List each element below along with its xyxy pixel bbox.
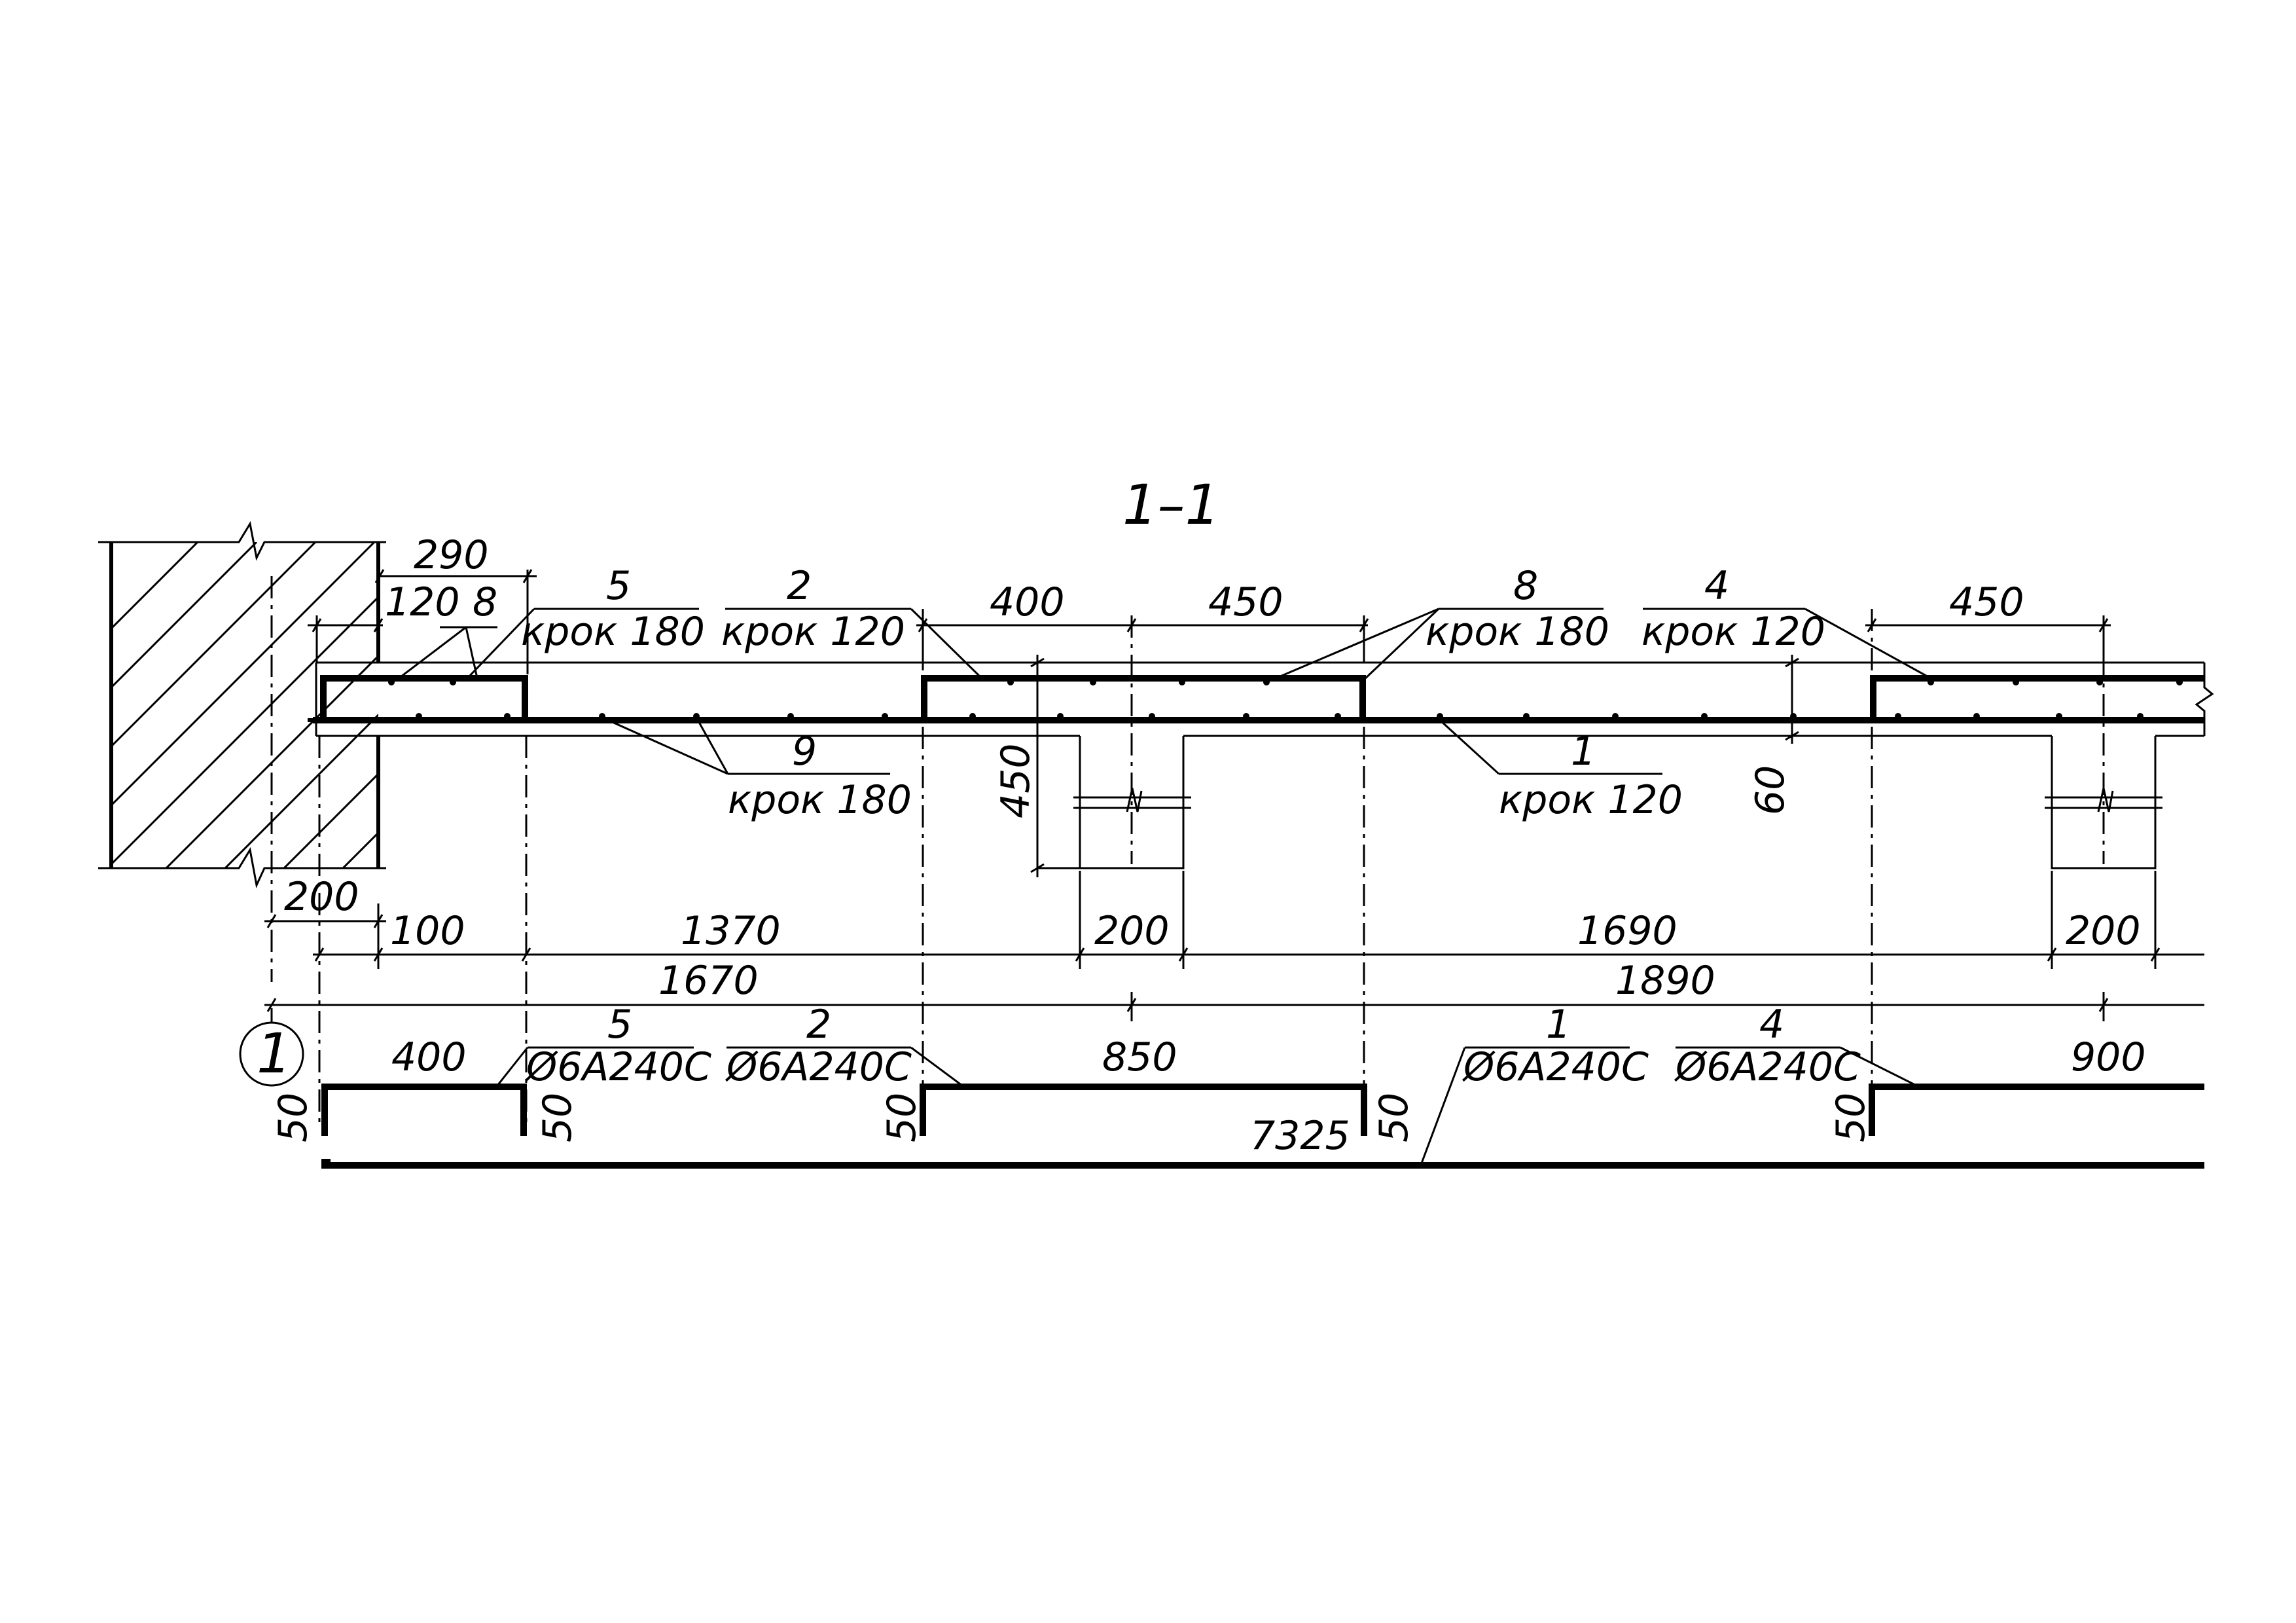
bar-length-400: 400	[391, 1034, 467, 1080]
callout-5-number: 5	[606, 563, 631, 609]
spec-4-number: 4	[1759, 1002, 1784, 1048]
dim-100: 100	[390, 908, 465, 954]
distribution-bars	[388, 679, 2183, 720]
callout-8-left: 8	[473, 579, 497, 625]
spec-4-text: Ø6А240С	[1674, 1044, 1861, 1090]
spec-2-text: Ø6А240С	[725, 1044, 912, 1090]
top-bar-2	[921, 675, 1366, 719]
slab-break-right	[2195, 663, 2214, 736]
bar-1-shape	[321, 1159, 2204, 1169]
top-bar-4	[1870, 675, 2204, 719]
spec-2-number: 2	[806, 1002, 831, 1048]
axis-marker-label: 1	[257, 1021, 291, 1085]
rib-2-break	[2045, 788, 2162, 812]
dim-400-top: 400	[990, 579, 1065, 625]
wall-break-top	[98, 520, 386, 561]
dim-450-right: 450	[1949, 579, 2024, 625]
bar-length-7325: 7325	[1250, 1113, 1350, 1159]
slab-rebar	[308, 675, 2204, 723]
callout-1-number: 1	[1571, 729, 1596, 775]
dim-200-left: 200	[284, 874, 359, 920]
wall-break-bottom	[98, 847, 386, 888]
spec-1-text: Ø6А240С	[1462, 1044, 1649, 1090]
rib-2-outline	[2051, 736, 2157, 869]
callout-4-number: 4	[1704, 563, 1729, 609]
dim-450-vertical: 450	[993, 743, 1039, 818]
rib-1-outline	[1079, 736, 1185, 869]
top-bar-5	[320, 675, 528, 719]
callout-1-step: крок 120	[1499, 777, 1683, 823]
bar-length-900: 900	[2071, 1034, 2146, 1080]
dim-1890: 1890	[1615, 958, 1715, 1004]
hook-50-d: 50	[1371, 1093, 1417, 1142]
callout-5-step: крок 180	[521, 609, 705, 655]
spec-5-number: 5	[607, 1002, 632, 1048]
bar-length-850: 850	[1102, 1034, 1177, 1080]
dim-290: 290	[414, 532, 489, 578]
bar-2-shape	[920, 1084, 1367, 1136]
dim-450-mid: 450	[1208, 579, 1283, 625]
bar-5-shape	[321, 1084, 527, 1136]
dim-120: 120	[385, 579, 460, 625]
spec-5-text: Ø6А240С	[524, 1044, 711, 1090]
leader-lines	[395, 608, 1931, 775]
dim-60: 60	[1748, 765, 1793, 815]
dim-1690: 1690	[1577, 908, 1677, 954]
rib-1-break	[1073, 788, 1191, 812]
callout-9-number: 9	[792, 729, 817, 775]
dim-200-rib-2: 200	[2066, 908, 2141, 954]
callout-2-step: крок 120	[721, 609, 905, 655]
hook-50-e: 50	[1828, 1093, 1874, 1142]
callout-4-step: крок 120	[1641, 609, 1825, 655]
hook-50-c: 50	[879, 1093, 925, 1142]
dimension-lines	[264, 569, 2204, 1021]
bar-4-shape	[1869, 1084, 2204, 1136]
dim-1670: 1670	[658, 958, 759, 1004]
callout-9-step: крок 180	[728, 777, 912, 823]
callout-2-number: 2	[787, 563, 812, 609]
hook-50-a: 50	[270, 1093, 316, 1142]
bar-shapes	[239, 1008, 2204, 1169]
dim-200-rib-1: 200	[1094, 908, 1170, 954]
dim-1370: 1370	[681, 908, 781, 954]
hook-50-b: 50	[535, 1093, 581, 1142]
callout-8-right-step: крок 180	[1426, 609, 1609, 655]
section-title: 1–1	[1122, 473, 1220, 537]
spec-1-number: 1	[1546, 1002, 1571, 1048]
slab	[315, 615, 2214, 869]
callout-8-right-number: 8	[1513, 563, 1538, 609]
